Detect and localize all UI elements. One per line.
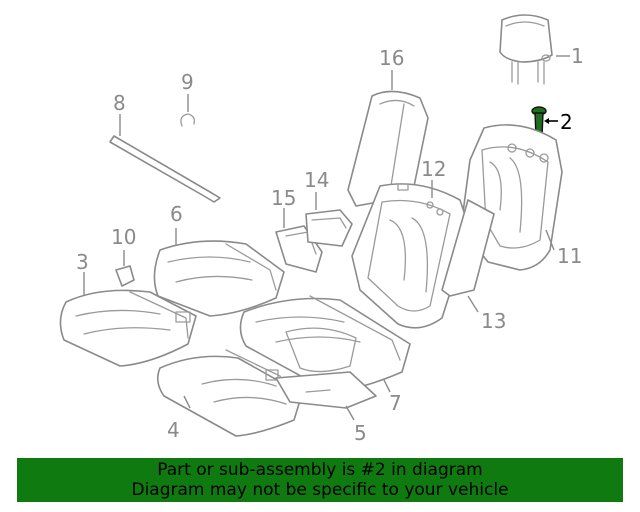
callout-12: 12: [421, 157, 446, 181]
callout-5: 5: [354, 421, 367, 445]
callout-16: 16: [379, 46, 404, 70]
banner-line-disclaimer: Diagram may not be specific to your vehi…: [131, 480, 509, 500]
highlight-leader: [544, 118, 558, 124]
callout-2: 2: [560, 110, 573, 134]
banner-line-part-info: Part or sub-assembly is #2 in diagram: [157, 460, 483, 480]
callout-13: 13: [481, 309, 506, 333]
part-cushion-large: [239, 295, 411, 393]
callout-14: 14: [304, 168, 329, 192]
part-mat: [275, 371, 377, 409]
part-trim-panel: [305, 209, 353, 247]
seat-parts-diagram: 1 2 3 4 5 6 7 8 9 10 11 12 13 14 15 16: [59, 14, 584, 445]
part-seatback-frame: [351, 183, 471, 329]
callout-7: 7: [389, 391, 402, 415]
callout-1: 1: [571, 44, 584, 68]
part-rod: [109, 135, 221, 203]
callout-10: 10: [111, 225, 136, 249]
part-seatback-pad: [441, 199, 495, 297]
callout-9: 9: [181, 70, 194, 94]
part-cushion-cover-upper: [153, 240, 285, 317]
part-clip: [180, 113, 196, 127]
part-seat-cushion: [59, 289, 197, 367]
part-headrest: [499, 14, 553, 85]
leader-lines: [83, 55, 570, 421]
callout-4: 4: [167, 418, 180, 442]
callout-6: 6: [170, 202, 183, 226]
part-small-bracket: [115, 265, 135, 287]
callout-11: 11: [557, 244, 582, 268]
callout-15: 15: [271, 186, 296, 210]
callout-3: 3: [76, 250, 89, 274]
info-banner: Part or sub-assembly is #2 in diagram Di…: [17, 458, 623, 502]
callout-8: 8: [113, 91, 126, 115]
